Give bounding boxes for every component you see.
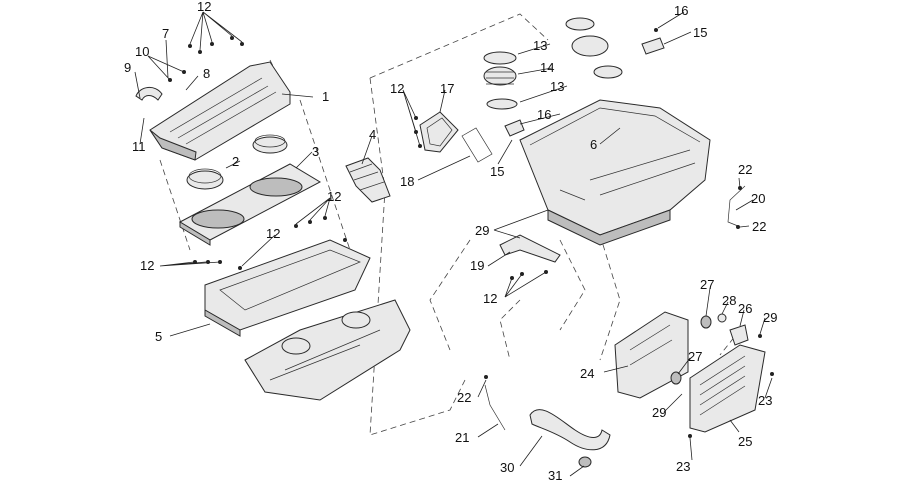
bracket [499, 234, 561, 263]
rubber-sleeves [186, 134, 288, 190]
callout-23: 23 [676, 459, 690, 474]
callout-2: 2 [232, 154, 239, 169]
callout-19: 19 [470, 258, 484, 273]
breather-hose [135, 87, 163, 101]
callout-27: 27 [700, 277, 714, 292]
callout-25: 25 [738, 434, 752, 449]
callout-1: 1 [322, 89, 329, 104]
small-pipe [727, 185, 746, 227]
seal-loop [461, 127, 493, 163]
callout-3: 3 [312, 144, 319, 159]
callout-10: 10 [135, 44, 149, 59]
callout-4: 4 [369, 127, 376, 142]
callout-29: 29 [652, 405, 666, 420]
clamps-and-coupling [483, 17, 623, 110]
callout-12: 12 [197, 0, 211, 14]
air-filter [178, 163, 322, 246]
callout-27: 27 [688, 349, 702, 364]
callout-26: 26 [738, 301, 752, 316]
callout-12: 12 [266, 226, 280, 241]
callout-15: 15 [693, 25, 707, 40]
intake-duct [345, 157, 391, 203]
airbox-base [204, 239, 371, 337]
callout-12: 12 [327, 189, 341, 204]
callout-30: 30 [500, 460, 514, 475]
radiator [689, 344, 766, 433]
airbox-cover [149, 61, 291, 161]
callout-21: 21 [455, 430, 469, 445]
fasteners [168, 28, 774, 438]
callout-9: 9 [124, 60, 131, 75]
callout-12: 12 [390, 81, 404, 96]
callout-28: 28 [722, 293, 736, 308]
callout-22: 22 [457, 390, 471, 405]
filter-frame [419, 111, 459, 153]
callout-11: 11 [132, 139, 146, 154]
callout-23: 23 [758, 393, 772, 408]
mounting-clips [504, 37, 665, 137]
callout-16: 16 [537, 107, 551, 122]
callout-8: 8 [203, 66, 210, 81]
callout-20: 20 [751, 191, 765, 206]
callout-7: 7 [162, 26, 169, 41]
callout-22: 22 [738, 162, 752, 177]
leader-lines [134, 11, 773, 477]
callout-12: 12 [140, 258, 154, 273]
callout-24: 24 [580, 366, 594, 381]
callout-6: 6 [590, 137, 597, 152]
callout-22: 22 [752, 219, 766, 234]
callout-13: 13 [533, 38, 547, 53]
callout-13: 13 [550, 79, 564, 94]
callout-29: 29 [475, 223, 489, 238]
callout-31: 31 [548, 468, 562, 483]
housing-pan [519, 99, 711, 246]
callout-14: 14 [540, 60, 554, 75]
callout-17: 17 [440, 81, 454, 96]
intake-manifold [244, 299, 411, 401]
coolant-hose [529, 409, 611, 468]
callout-5: 5 [155, 329, 162, 344]
callout-29: 29 [763, 310, 777, 325]
grommets [670, 313, 749, 385]
callout-labels: 12 7 10 8 9 1 11 2 3 4 12 12 12 5 16 15 … [124, 0, 777, 483]
callout-16: 16 [674, 3, 688, 18]
callout-15: 15 [490, 164, 504, 179]
heat-shield [614, 311, 689, 399]
callout-12: 12 [483, 291, 497, 306]
drain-hose [484, 384, 506, 431]
callout-18: 18 [400, 174, 414, 189]
